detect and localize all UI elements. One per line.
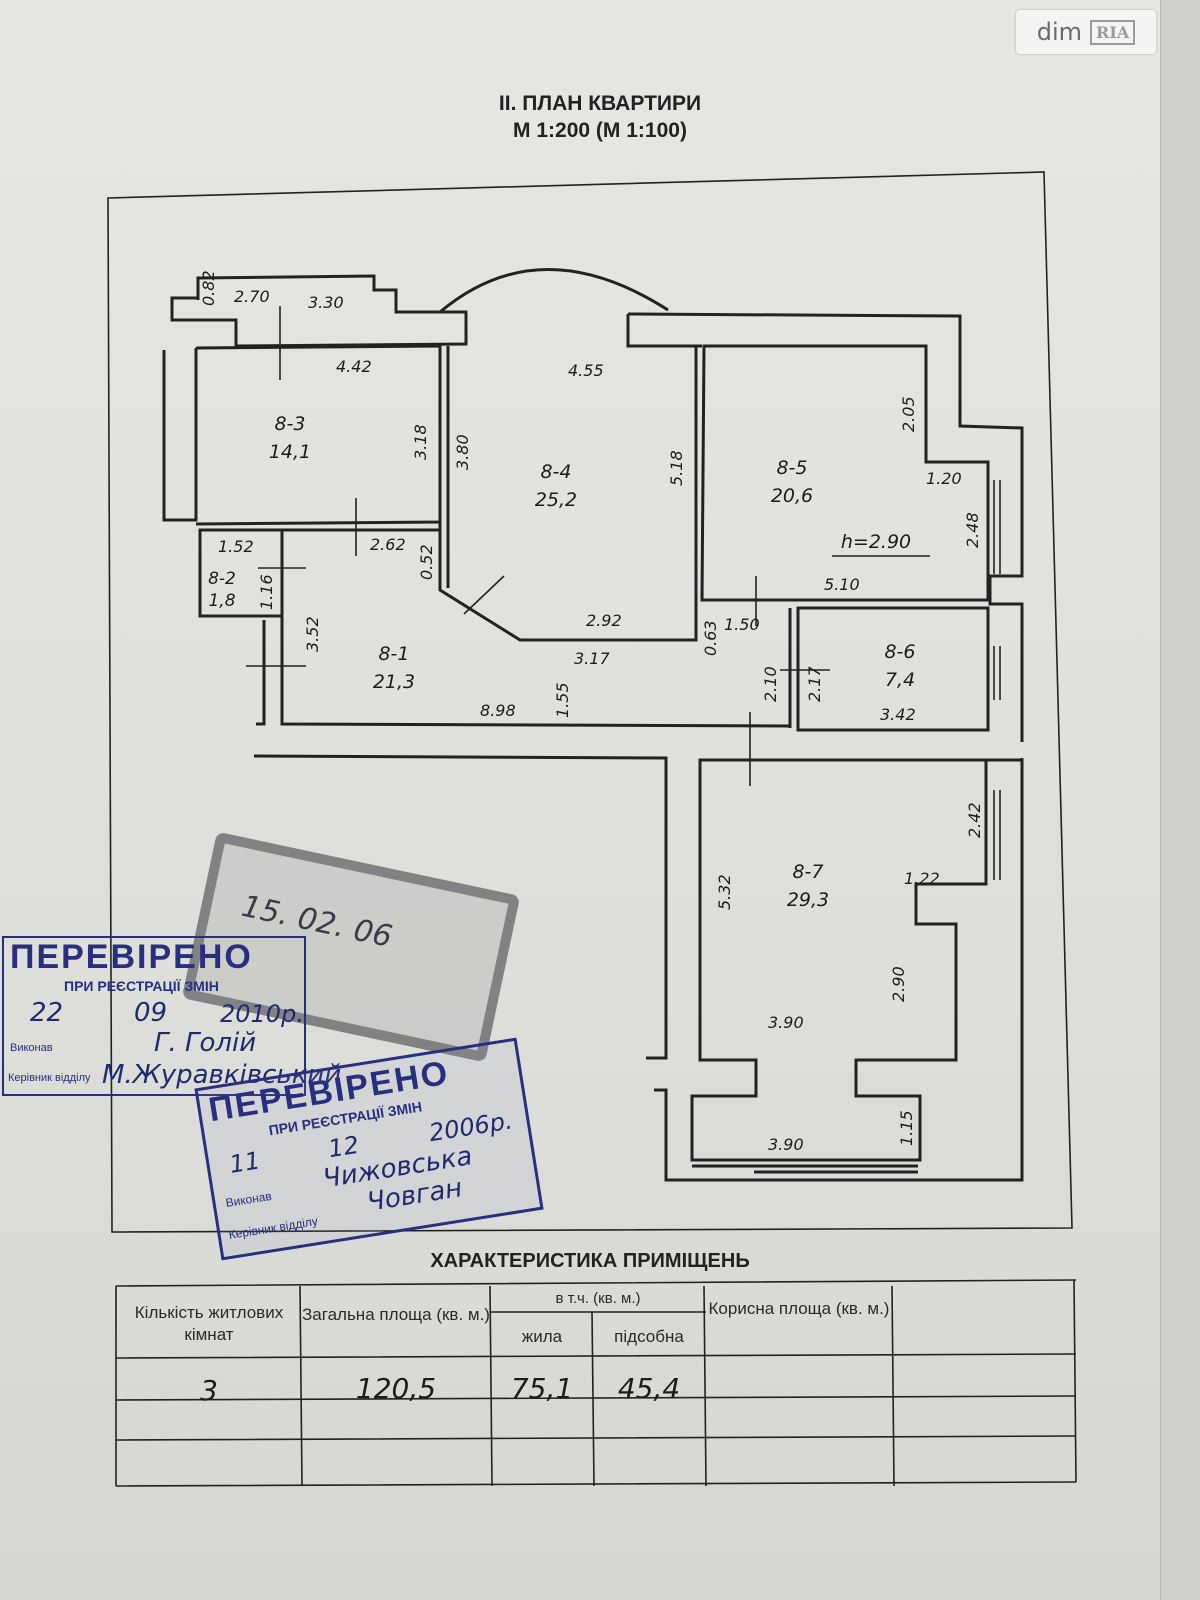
dim-label: 5.10 — [824, 575, 860, 594]
ceiling-height: h=2.90 — [841, 531, 911, 553]
stamp-2010-day: 22 — [30, 998, 64, 1028]
val-total-area: 120,5 — [355, 1372, 437, 1405]
plan-title: II. ПЛАН КВАРТИРИ — [498, 92, 702, 115]
dim-label: 3.17 — [574, 649, 610, 668]
dim-label: 3.42 — [880, 705, 916, 724]
dim-label: 0.82 — [199, 270, 218, 306]
room-8-4-id: 8-4 — [540, 461, 571, 483]
stamp-2006-head-label: Керівник відділу — [227, 1214, 319, 1242]
dim-label: 0.63 — [701, 620, 720, 656]
room-8-3-id: 8-3 — [274, 413, 305, 435]
val-aux-area: 45,4 — [617, 1372, 681, 1405]
document-page — [0, 0, 1160, 1600]
stamp-2006-day: 11 — [227, 1146, 263, 1179]
dim-label: 1.52 — [218, 537, 254, 556]
watermark-brand: dim — [1036, 18, 1083, 46]
stamp-2006-year: 2006р. — [427, 1106, 515, 1148]
dim-label: 8.98 — [480, 701, 516, 720]
dim-label: 2.90 — [889, 966, 908, 1002]
room-8-2-id: 8-2 — [208, 569, 236, 589]
plan-scale: М 1:200 (М 1:100) — [513, 119, 687, 142]
stamp-2006-exec-label: Виконав — [224, 1188, 273, 1210]
dim-label: 2.92 — [586, 611, 622, 630]
dimension-labels: 0.82 2.70 3.30 4.42 3.18 4.55 3.80 5.18 … — [199, 270, 984, 1154]
dim-label: 2.05 — [899, 396, 918, 432]
dim-label: 3.52 — [303, 616, 322, 652]
dim-label: 3.90 — [768, 1013, 804, 1032]
val-living-area: 75,1 — [510, 1372, 574, 1405]
stamp-2010-year: 2010р. — [220, 1000, 304, 1028]
walls — [162, 268, 1024, 1182]
dim-label: 5.18 — [667, 450, 686, 486]
room-8-7-area: 29,3 — [787, 889, 829, 911]
door-marks — [246, 306, 830, 786]
dim-label: 2.10 — [761, 666, 780, 702]
dim-label: 1.22 — [904, 869, 940, 888]
th-including: в т.ч. (кв. м.) — [555, 1290, 641, 1307]
th-living-area: жила — [521, 1327, 563, 1346]
room-8-2-area: 1,8 — [208, 591, 235, 611]
table-title: ХАРАКТЕРИСТИКА ПРИМІЩЕНЬ — [430, 1250, 750, 1272]
room-8-5-id: 8-5 — [776, 457, 807, 479]
dim-label: 1.20 — [926, 469, 962, 488]
dim-label: 2.70 — [234, 287, 270, 306]
dim-label: 1.50 — [724, 615, 760, 634]
verification-stamp-2010: ПЕРЕВІРЕНО ПРИ РЕЄСТРАЦІЇ ЗМІН 22 09 201… — [2, 936, 341, 1096]
dim-label: 3.18 — [411, 424, 430, 460]
room-8-7-id: 8-7 — [792, 861, 823, 883]
dim-label: 5.32 — [715, 874, 734, 910]
dim-label: 3.90 — [768, 1135, 804, 1154]
room-8-1-id: 8-1 — [378, 643, 409, 665]
val-living-rooms: 3 — [200, 1374, 218, 1407]
th-living-rooms: Кількість житлових кімнат — [134, 1303, 284, 1344]
dim-label: 1.55 — [553, 682, 572, 718]
dim-label: 0.52 — [417, 544, 436, 580]
characteristics-table-grid — [115, 1279, 1077, 1487]
th-useful-area: Корисна площа (кв. м.) — [708, 1299, 890, 1318]
dim-label: 3.80 — [453, 434, 472, 470]
dimria-watermark: dim RIA — [1016, 10, 1156, 54]
plan-frame — [107, 171, 1073, 1233]
stamp-2010-head-name: М.Журавківський — [102, 1060, 342, 1090]
stamp-2010-sub: ПРИ РЕЄСТРАЦІЇ ЗМІН — [64, 978, 219, 994]
stamp-2010-exec-name: Г. Голій — [154, 1028, 257, 1058]
dim-label: 4.55 — [568, 361, 604, 380]
th-total-area: Загальна площа (кв. м.) — [302, 1305, 490, 1324]
room-8-6-id: 8-6 — [884, 641, 915, 663]
th-aux-area: підсобна — [614, 1327, 684, 1346]
stamp-2010-month: 09 — [134, 998, 168, 1028]
stamp-2010-head-label: Керівник відділу — [8, 1072, 91, 1084]
dim-label: 2.48 — [963, 512, 982, 548]
dim-label: 2.42 — [965, 802, 984, 838]
page-edge — [1160, 0, 1200, 1600]
room-8-5-area: 20,6 — [771, 485, 813, 507]
room-labels: 8-3 14,1 8-4 25,2 8-5 20,6 8-2 1,8 8-1 2… — [208, 413, 915, 911]
room-8-6-area: 7,4 — [885, 669, 915, 691]
dim-label: 1.15 — [897, 1110, 916, 1146]
dim-label: 2.17 — [805, 666, 824, 702]
stamp-2010-heading: ПЕРЕВІРЕНО — [10, 938, 253, 976]
dim-label: 3.30 — [308, 293, 344, 312]
room-8-1-area: 21,3 — [373, 671, 415, 693]
stamp-2010-exec-label: Виконав — [10, 1042, 53, 1054]
dim-label: 4.42 — [336, 357, 372, 376]
watermark-brand-mark: RIA — [1090, 19, 1136, 45]
dim-label: 2.62 — [370, 535, 406, 554]
room-8-4-area: 25,2 — [535, 489, 577, 511]
dim-label: 1.16 — [257, 574, 276, 610]
room-8-3-area: 14,1 — [269, 441, 311, 463]
